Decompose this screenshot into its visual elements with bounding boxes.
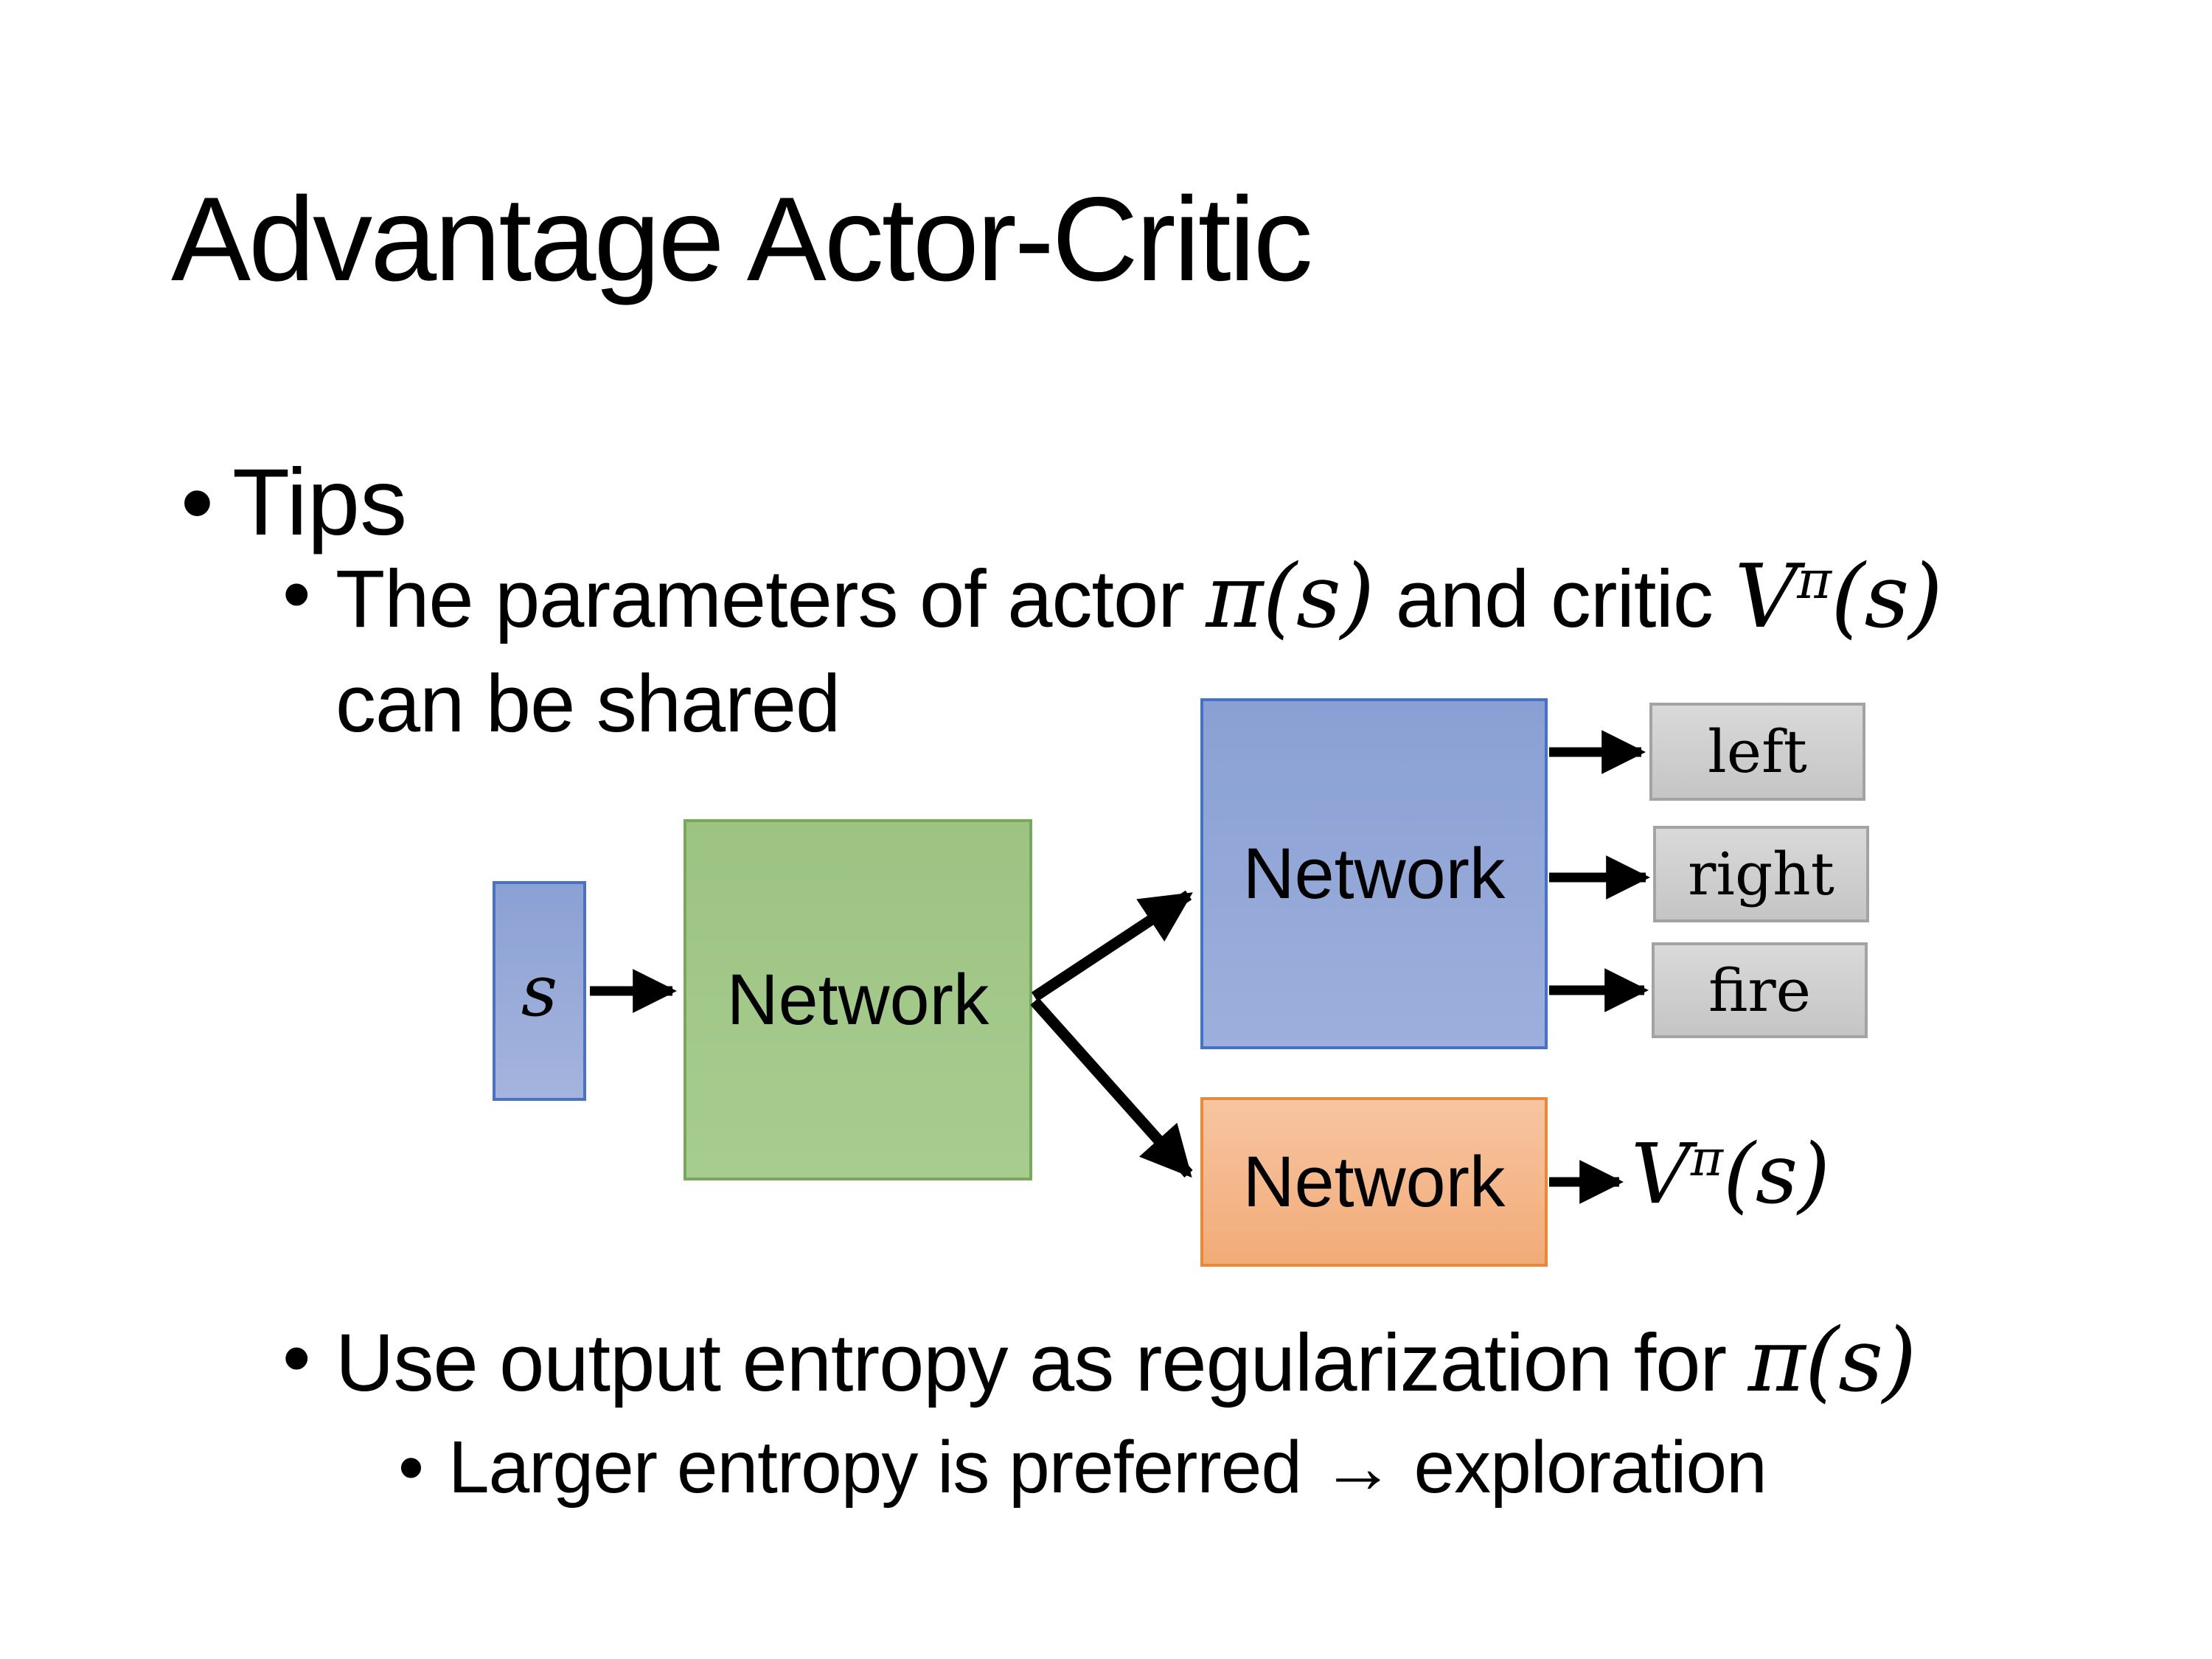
s-symbol: s (1755, 1127, 1798, 1222)
paren-open: ( (1262, 546, 1297, 648)
entropy-line: Use output entropy as regularization for… (335, 1311, 1916, 1416)
entropy-regularization-text: Use output entropy as regularization for… (335, 1311, 1916, 1416)
action-label-right: right (1688, 840, 1834, 908)
text-mid: and critic (1374, 554, 1735, 644)
bullet-tips: • Tips (181, 448, 407, 557)
math-v-pi-s: Vπ(s) (1734, 546, 1942, 648)
action-box-fire: fire (1652, 942, 1868, 1038)
action-label-left: left (1708, 717, 1807, 786)
paren-close: ) (1340, 546, 1374, 648)
critic-network-label: Network (1242, 1141, 1506, 1222)
critic-output-value: Vπ(s) (1631, 1127, 1830, 1222)
bullet-entropy-regularization: • Use output entropy as regularization f… (282, 1311, 1916, 1416)
text-pre: The parameters of actor (335, 554, 1206, 644)
paren-close: ) (1908, 546, 1942, 648)
paren-open: ( (1831, 546, 1865, 648)
paren-open: ( (1804, 1310, 1839, 1412)
shared-params-text: The parameters of actor π(s) and critic … (335, 546, 1943, 757)
bullet-shared-params: • The parameters of actor π(s) and criti… (282, 546, 1943, 757)
bullet-dot: • (181, 450, 214, 555)
paren-close: ) (1798, 1127, 1830, 1222)
v-symbol: V (1631, 1127, 1691, 1222)
paren-close: ) (1882, 1310, 1916, 1412)
critic-network-box: Network (1200, 1097, 1548, 1267)
shared-network-label: Network (726, 959, 990, 1040)
page-title: Advantage Actor-Critic (171, 173, 1313, 306)
pi-superscript: π (1690, 1130, 1724, 1188)
s-symbol: s (1838, 1310, 1883, 1412)
s-symbol: s (1864, 546, 1909, 648)
arrow-shared-to-critic (1030, 998, 1193, 1178)
bullet-dot: • (398, 1426, 424, 1509)
bullet-dot: • (282, 1312, 311, 1403)
paren-open: ( (1723, 1127, 1756, 1222)
actor-network-label: Network (1242, 833, 1506, 914)
state-label: s (521, 950, 558, 1032)
s-symbol: s (1295, 546, 1341, 648)
math-pi-s: π(s) (1747, 1310, 1917, 1412)
action-label-fire: fire (1708, 956, 1811, 1025)
pi-symbol: π (1206, 546, 1263, 648)
v-symbol: V (1734, 546, 1798, 648)
bullet-dot: • (282, 549, 311, 639)
tips-label: Tips (232, 450, 408, 555)
state-box: s (493, 881, 586, 1101)
shared-network-box: Network (684, 819, 1032, 1180)
actor-network-box: Network (1200, 698, 1548, 1049)
action-box-right: right (1653, 826, 1869, 922)
math-pi-s: π(s) (1206, 546, 1374, 648)
shared-params-line1: The parameters of actor π(s) and critic … (335, 546, 1943, 652)
larger-entropy-text: Larger entropy is preferred → exploratio… (448, 1426, 1767, 1509)
pi-symbol: π (1747, 1310, 1806, 1412)
shared-params-line2: can be shared (335, 658, 841, 749)
pi-superscript: π (1797, 549, 1832, 611)
text-pre: Use output entropy as regularization for (335, 1318, 1748, 1408)
bullet-larger-entropy: • Larger entropy is preferred → explorat… (398, 1425, 1767, 1510)
action-box-left: left (1649, 703, 1865, 801)
arrow-shared-to-actor (1031, 890, 1193, 1002)
